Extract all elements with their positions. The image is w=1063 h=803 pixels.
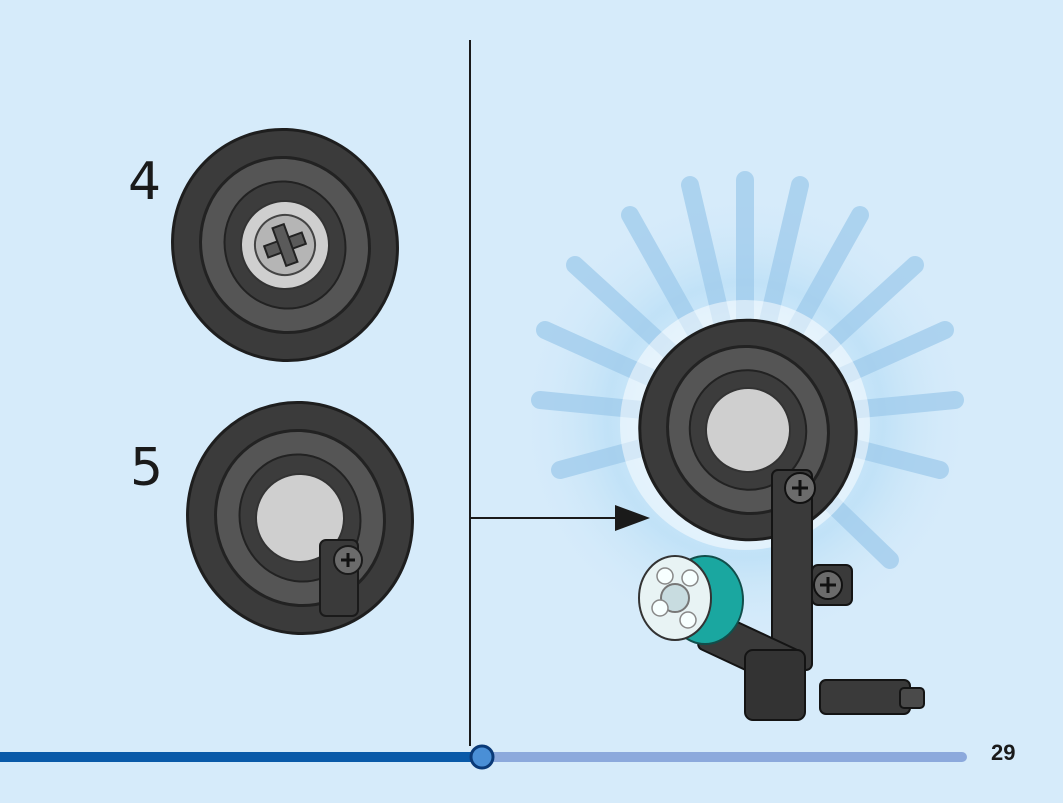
progress-bar bbox=[0, 744, 967, 770]
page-number: 29 bbox=[991, 740, 1016, 765]
tire-icon bbox=[171, 127, 399, 363]
arrow-icon bbox=[470, 505, 650, 531]
step-number-5: 5 bbox=[130, 438, 164, 498]
axle-icon bbox=[319, 539, 363, 617]
progress-knob bbox=[469, 744, 495, 770]
axle-icon bbox=[697, 469, 925, 721]
light-brick-icon bbox=[638, 555, 744, 645]
divider bbox=[469, 40, 471, 746]
tire-icon bbox=[186, 400, 414, 636]
step-number-4: 4 bbox=[128, 152, 162, 212]
